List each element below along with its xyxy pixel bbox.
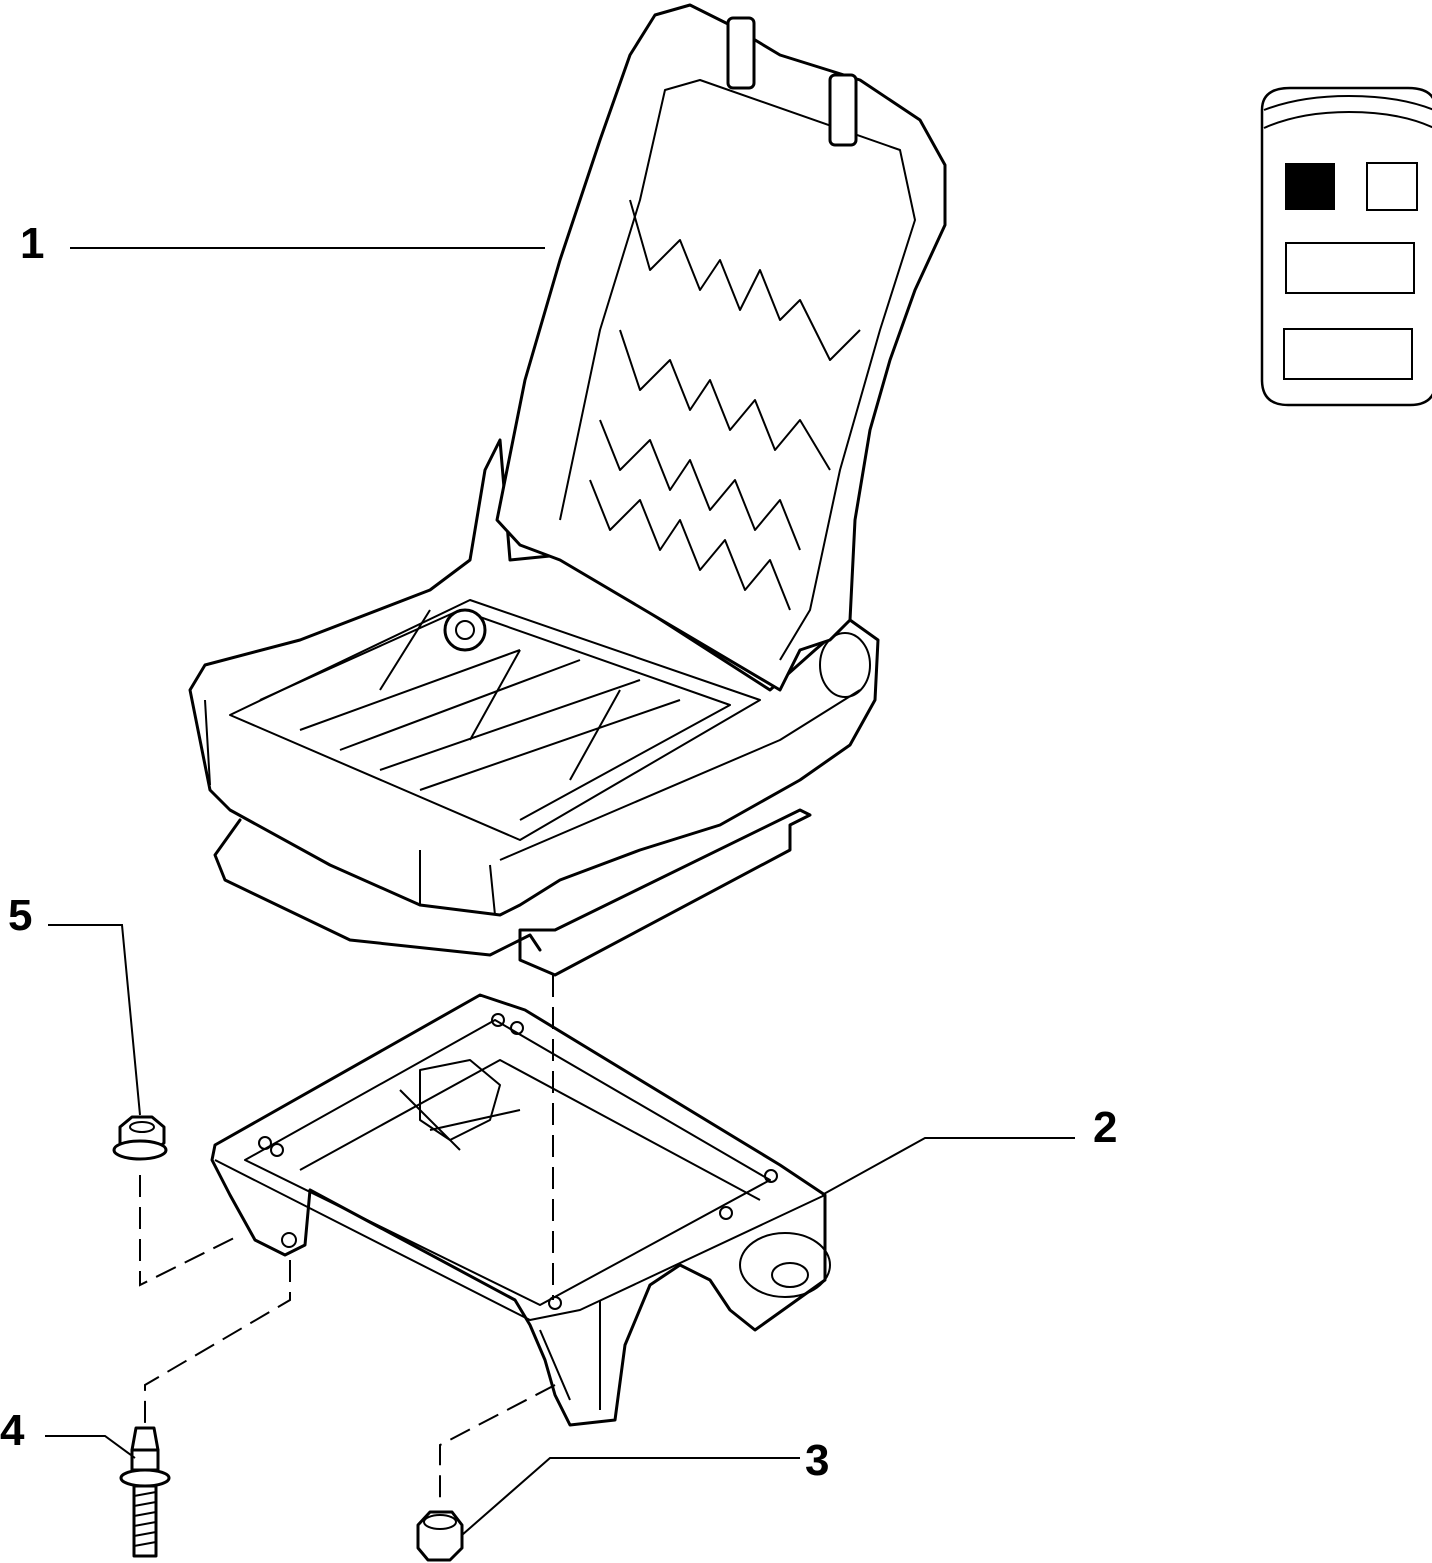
backrest-spring-4 — [589, 479, 791, 611]
leader-line-5 — [48, 924, 141, 1116]
callout-5: 5 — [8, 891, 32, 940]
seat-position-selector-icon — [1260, 86, 1432, 407]
recliner-mechanism — [443, 608, 487, 652]
leader-line-4 — [45, 1435, 136, 1459]
backrest-spring-2 — [619, 329, 831, 471]
backrest-spring-1 — [629, 199, 861, 361]
seat-position-middle-row — [1285, 242, 1415, 294]
backrest-frame — [495, 3, 947, 692]
part-5-flange-nut — [112, 1115, 168, 1161]
callout-4: 4 — [0, 1406, 25, 1455]
leader-line-3 — [461, 1457, 800, 1536]
callout-2: 2 — [1093, 1103, 1117, 1152]
assembly-line-part-4 — [144, 1260, 291, 1425]
seat-base-frame — [210, 993, 827, 1427]
part-2-seat-base-bracket — [210, 993, 831, 1427]
seat-position-rear-row — [1283, 328, 1413, 380]
callout-1: 1 — [20, 219, 44, 268]
assembly-line-part-3 — [439, 1384, 556, 1500]
seat-position-driver-filled — [1285, 163, 1335, 210]
leader-line-2 — [821, 1137, 1075, 1196]
backrest-spring-3 — [599, 419, 801, 551]
seat-slide-rail — [213, 818, 542, 957]
seat-position-passenger — [1366, 162, 1418, 211]
headrest-guide-right — [828, 73, 858, 147]
headrest-guide-left — [726, 16, 756, 90]
assembly-line-part-5 — [139, 1175, 241, 1287]
part-1-seat-frame — [188, 3, 947, 917]
part-4-stud-bolt — [119, 1426, 171, 1558]
part-3-nut — [416, 1510, 464, 1562]
callout-3: 3 — [805, 1436, 829, 1485]
